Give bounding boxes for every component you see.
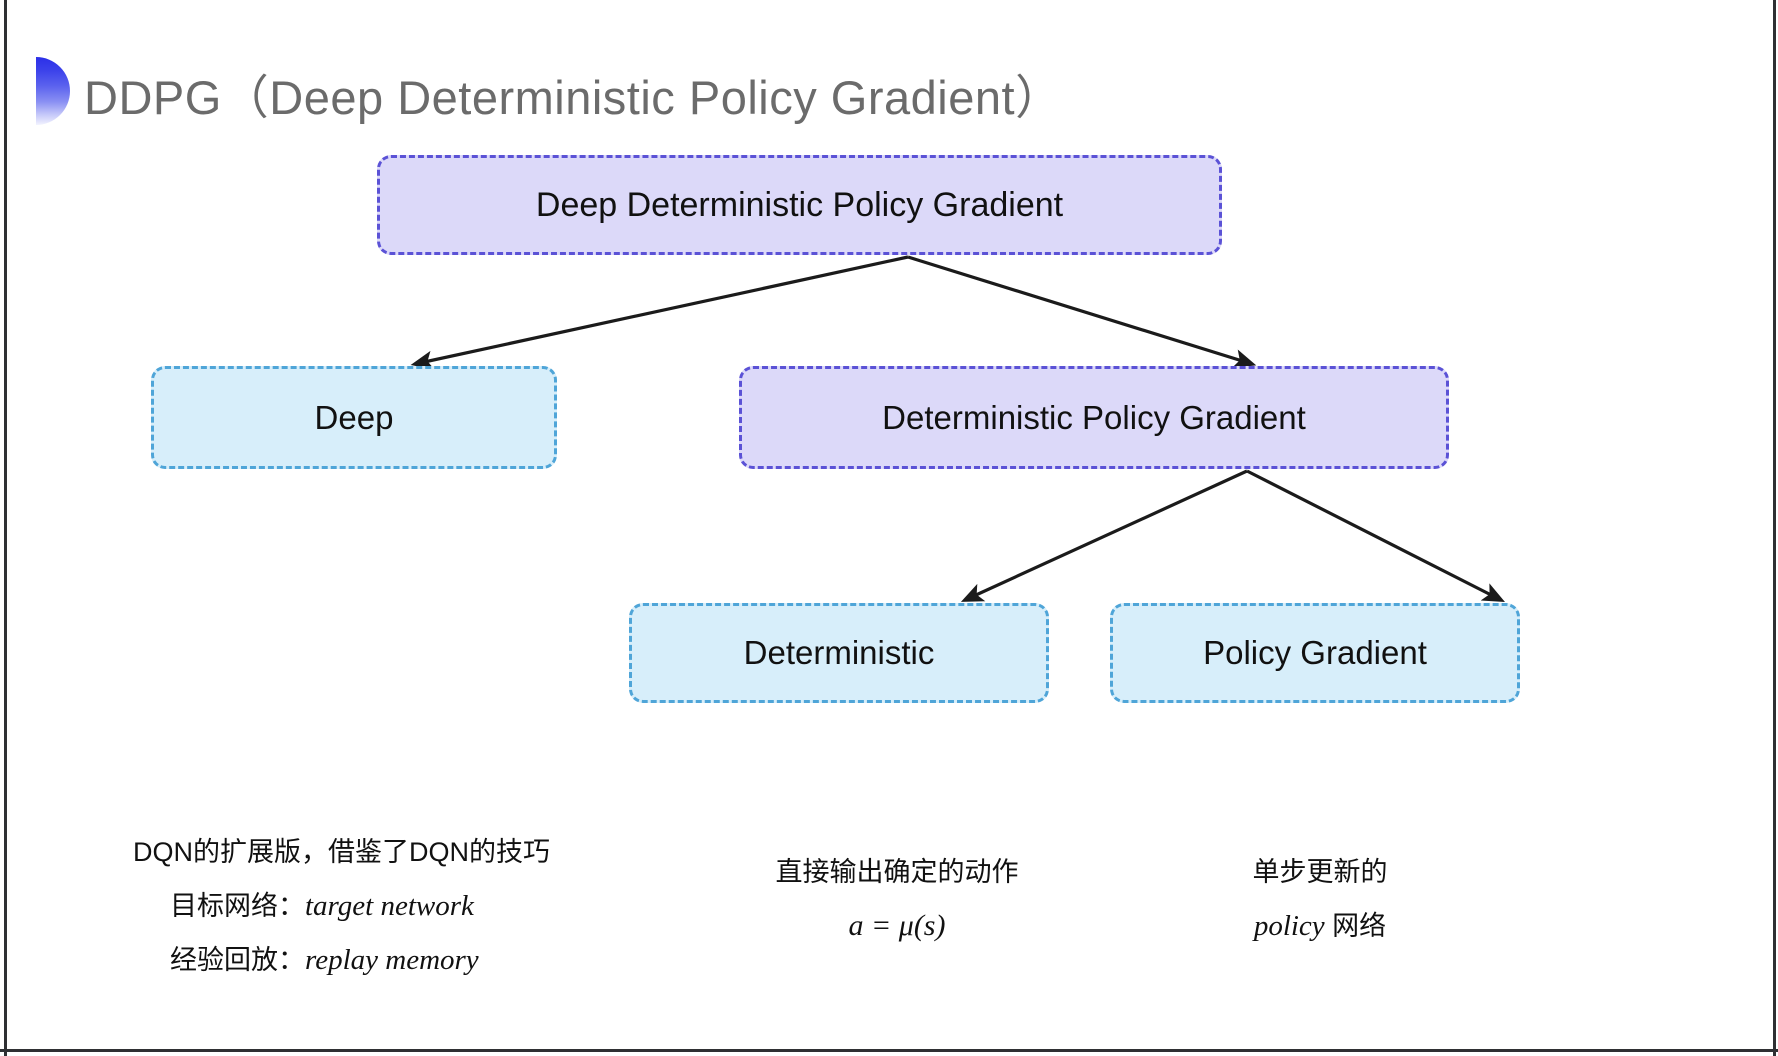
- slide-frame-left-edge: [4, 0, 7, 1056]
- caption-policy-gradient-suffix: 网络: [1324, 911, 1387, 941]
- caption-deep-line2-label: 目标网络：: [170, 891, 305, 921]
- diagram-node-dpg[interactable]: Deterministic Policy Gradient: [739, 366, 1449, 469]
- caption-deep-line3-term: replay memory: [305, 944, 479, 976]
- diagram-node-root-label: Deep Deterministic Policy Gradient: [535, 186, 1064, 224]
- diagram-node-policy-gradient[interactable]: Policy Gradient: [1110, 603, 1520, 703]
- caption-deep-line3-label: 经验回放：: [170, 945, 305, 975]
- slide-frame-bottom-edge: [0, 1049, 1778, 1052]
- diagram-node-policy-gradient-label: Policy Gradient: [1203, 634, 1427, 671]
- diagram-node-deterministic[interactable]: Deterministic: [629, 603, 1049, 703]
- caption-policy-gradient: 单步更新的 policy 网络: [1185, 845, 1455, 953]
- caption-deterministic-line1: 直接输出确定的动作: [775, 857, 1019, 887]
- title-bullet-decoration-icon: [36, 57, 70, 125]
- caption-policy-gradient-line1: 单步更新的: [1252, 857, 1388, 887]
- diagram-node-deep[interactable]: Deep: [151, 366, 557, 469]
- caption-deep-line3: 经验回放：replay memory: [133, 933, 550, 987]
- caption-deep-line2-term: target network: [305, 890, 474, 922]
- caption-deterministic: 直接输出确定的动作 a = μ(s): [742, 845, 1052, 953]
- caption-policy-gradient-term: policy: [1253, 910, 1325, 942]
- caption-deterministic-formula: a = μ(s): [848, 909, 946, 942]
- caption-policy-gradient-line2: policy 网络: [1185, 899, 1455, 953]
- caption-deep-line1: DQN的扩展版，借鉴了DQN的技巧: [133, 837, 550, 867]
- diagram-node-dpg-label: Deterministic Policy Gradient: [882, 398, 1306, 436]
- diagram-node-deep-label: Deep: [314, 398, 394, 436]
- edge-root-to-dpg: [907, 255, 1257, 368]
- diagram-node-root[interactable]: Deep Deterministic Policy Gradient: [377, 155, 1222, 255]
- slide-frame-right-edge: [1773, 0, 1776, 1056]
- edge-dpg-to-policy-gradient: [1246, 469, 1505, 603]
- edge-dpg-to-deterministic: [960, 469, 1248, 602]
- caption-deep-line2: 目标网络：target network: [133, 879, 550, 933]
- diagram-node-deterministic-label: Deterministic: [743, 634, 935, 671]
- page-title: DDPG（Deep Deterministic Policy Gradient）: [84, 71, 1063, 124]
- edge-root-to-deep: [410, 255, 909, 370]
- caption-deep: DQN的扩展版，借鉴了DQN的技巧 目标网络：target network 经验…: [133, 825, 550, 987]
